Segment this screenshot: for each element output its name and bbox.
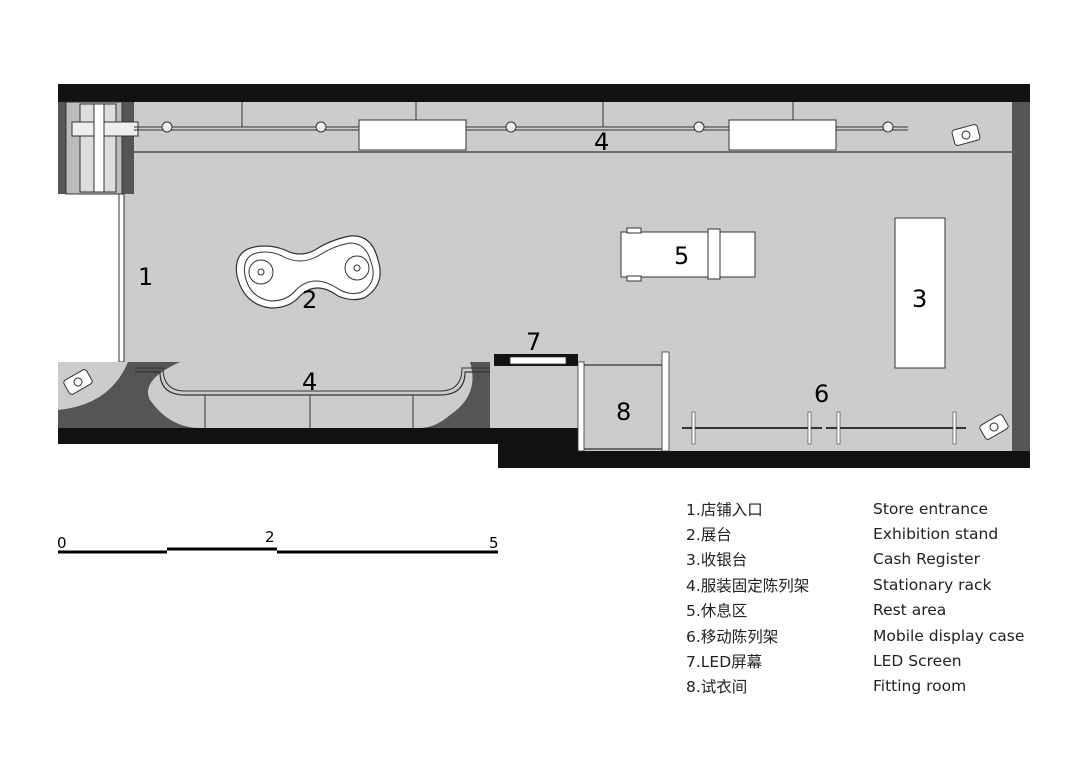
camera-icon (63, 369, 93, 395)
spot-light (505, 121, 517, 133)
legend-item: 2.展台 Exhibition stand (686, 521, 1066, 546)
legend-en: Cash Register (873, 550, 980, 569)
rest-area-bench (620, 231, 756, 278)
legend: 1.店铺入口 Store entrance 2.展台 Exhibition st… (686, 496, 1066, 699)
top-wall (58, 84, 1030, 102)
rack-alcove-wall (128, 362, 200, 428)
mobile-rack-leg (952, 411, 957, 445)
zone-label-8: 8 (616, 398, 631, 426)
legend-en: Store entrance (873, 499, 989, 518)
spot-light (315, 121, 327, 133)
scale-label-0: 0 (57, 534, 67, 552)
stand-pedestal-center (353, 264, 361, 272)
legend-cn: 4.服装固定陈列架 (686, 576, 810, 595)
legend-cn: 3.收银台 (686, 551, 748, 570)
entrance-mechanism (71, 121, 139, 137)
entrance-glass (118, 193, 125, 363)
legend-cn: 2.展台 (686, 526, 732, 545)
camera-icon (979, 414, 1009, 440)
entrance-post (93, 103, 105, 193)
led-screen-panel (509, 356, 567, 365)
legend-en: Rest area (873, 601, 947, 620)
zone-label-6: 6 (814, 380, 829, 408)
legend-cn: 6.移动陈列架 (686, 627, 779, 646)
legend-en: Fitting room (873, 677, 967, 696)
legend-en: LED Screen (873, 652, 962, 671)
mobile-rack-leg (807, 411, 812, 445)
zone-label-1: 1 (138, 263, 153, 291)
spot-light (693, 121, 705, 133)
zone-label-2: 2 (302, 286, 317, 314)
bottom-rack-rail (135, 371, 490, 396)
mobile-rack-leg (836, 411, 841, 445)
legend-en: Exhibition stand (873, 525, 999, 544)
zone-label-3: 3 (912, 285, 927, 313)
floor-right-extension (578, 366, 1012, 451)
cash-register-counter (894, 217, 946, 369)
legend-item: 3.收银台 Cash Register (686, 547, 1066, 572)
legend-cn: 5.休息区 (686, 602, 748, 621)
legend-item: 7.LED屏幕 LED Screen (686, 648, 1066, 673)
legend-en: Mobile display case (873, 626, 1025, 645)
camera-icon (951, 124, 981, 146)
rack-alcove-wall-right (420, 362, 490, 428)
legend-item: 4.服装固定陈列架 Stationary rack (686, 572, 1066, 597)
bottom-rack-rail-inner (135, 367, 490, 392)
legend-en: Stationary rack (873, 575, 992, 594)
legend-item: 5.休息区 Rest area (686, 598, 1066, 623)
stand-pedestal-center (257, 268, 265, 276)
legend-cn: 8.试衣间 (686, 678, 748, 697)
mobile-rack-leg (691, 411, 696, 445)
scale-label-2: 2 (265, 528, 275, 546)
zone-label-5: 5 (674, 242, 689, 270)
legend-item: 8.试衣间 Fitting room (686, 674, 1066, 699)
rest-area-leg (626, 275, 642, 282)
spot-light (882, 121, 894, 133)
scale-label-5: 5 (489, 534, 499, 552)
legend-cn: 7.LED屏幕 (686, 653, 763, 672)
legend-cn: 1.店铺入口 (686, 500, 763, 519)
zone-label-4-top: 4 (594, 128, 609, 156)
fitting-room-wall (577, 361, 585, 452)
bottom-wall-right (498, 451, 1030, 468)
spot-light (161, 121, 173, 133)
exhibition-stand-inner (243, 242, 374, 302)
legend-item: 1.店铺入口 Store entrance (686, 496, 1066, 521)
display-shelf (728, 119, 837, 151)
legend-item: 6.移动陈列架 Mobile display case (686, 623, 1066, 648)
right-inner-wall (1012, 102, 1030, 451)
rest-area-divider (707, 228, 721, 280)
display-shelf (358, 119, 467, 151)
bottom-left-corner (58, 362, 128, 428)
zone-label-7: 7 (526, 328, 541, 356)
rest-area-leg (626, 227, 642, 234)
zone-label-4-bottom: 4 (302, 368, 317, 396)
scale-bar: 0 2 5 (57, 528, 499, 554)
bottom-wall-left (58, 428, 500, 444)
fitting-room-door (661, 351, 670, 452)
